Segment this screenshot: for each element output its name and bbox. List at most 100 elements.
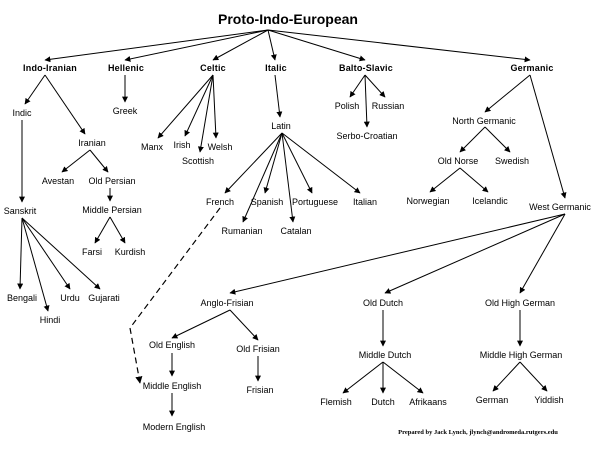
family-indo-iranian: Indo-Iranian: [23, 63, 77, 73]
edge-north-germanic-swedish: [484, 126, 511, 153]
edge-root-indo-iranian: [44, 29, 269, 63]
edge-sanskrit-bengali: [17, 217, 24, 290]
node-serbo-croatian: Serbo-Croatian: [336, 131, 397, 141]
edge-latin-rumanian: [242, 132, 283, 223]
tree-edges: [17, 29, 567, 417]
edge-root-balto-slavic: [267, 29, 366, 62]
node-west-germanic: West Germanic: [529, 202, 591, 212]
node-old-high-german: Old High German: [485, 298, 555, 308]
edge-latin-catalan: [281, 132, 296, 223]
edge-middle-persian-farsi: [94, 216, 111, 244]
node-scottish: Scottish: [182, 156, 214, 166]
edge-middle-dutch-flemish: [342, 361, 384, 394]
edge-italic-latin: [274, 74, 283, 118]
edge-old-norse-norwegian: [429, 167, 461, 193]
edge-celtic-welsh: [212, 74, 219, 139]
node-latin: Latin: [271, 121, 291, 131]
edge-latin-portuguese: [281, 132, 313, 194]
edge-middle-dutch-afrikaans: [382, 361, 424, 394]
node-middle-high-german: Middle High German: [480, 350, 563, 360]
edge-celtic-manx: [157, 74, 214, 139]
node-old-persian: Old Persian: [88, 176, 135, 186]
edge-root-celtic: [212, 29, 269, 61]
edge-west-germanic-old-dutch: [384, 213, 566, 294]
node-portuguese: Portuguese: [292, 197, 338, 207]
edge-west-germanic-anglo-frisian: [229, 213, 566, 295]
edge-balto-slavic-russian: [364, 74, 386, 98]
edge-root-italic: [267, 29, 277, 61]
family-balto-slavic: Balto-Slavic: [339, 63, 393, 73]
node-russian: Russian: [372, 101, 405, 111]
node-french: French: [206, 197, 234, 207]
edge-iranian-old-persian: [89, 149, 109, 173]
node-middle-dutch: Middle Dutch: [359, 350, 412, 360]
node-spanish: Spanish: [251, 197, 284, 207]
node-sanskrit: Sanskrit: [4, 206, 37, 216]
node-frisian: Frisian: [246, 385, 273, 395]
edge-celtic-scottish: [197, 74, 214, 153]
node-old-english: Old English: [149, 340, 195, 350]
node-middle-english: Middle English: [143, 381, 202, 391]
edge-middle-high-german-yiddish: [519, 361, 548, 392]
family-italic: Italic: [265, 63, 287, 73]
node-irish: Irish: [173, 140, 190, 150]
edge-anglo-frisian-old-frisian: [229, 309, 259, 341]
root-title: Proto-Indo-European: [218, 11, 358, 27]
node-bengali: Bengali: [7, 293, 37, 303]
node-welsh: Welsh: [208, 142, 233, 152]
edge-celtic-irish: [184, 74, 214, 137]
edge-latin-spanish: [263, 132, 283, 194]
node-anglo-frisian: Anglo-Frisian: [200, 298, 253, 308]
node-polish: Polish: [335, 101, 360, 111]
node-old-frisian: Old Frisian: [236, 344, 280, 354]
node-old-norse: Old Norse: [438, 156, 479, 166]
edge-french-middle-english-dashed: [129, 207, 221, 384]
node-manx: Manx: [141, 142, 164, 152]
edge-balto-slavic-polish: [349, 74, 366, 98]
node-flemish: Flemish: [320, 397, 352, 407]
edge-north-germanic-old-norse: [459, 126, 486, 153]
edge-indo-iranian-iranian: [44, 74, 86, 135]
node-avestan: Avestan: [42, 176, 74, 186]
edge-old-norse-icelandic: [459, 167, 489, 193]
edge-balto-slavic-serbo-croatian: [363, 74, 370, 128]
node-yiddish: Yiddish: [534, 395, 563, 405]
edge-root-hellenic: [124, 29, 269, 62]
node-greek: Greek: [113, 106, 138, 116]
edge-indo-iranian-indic: [24, 74, 46, 105]
family-hellenic: Hellenic: [108, 63, 144, 73]
credit-text: Prepared by Jack Lynch, jlynch@andromeda…: [398, 429, 558, 436]
edge-root-germanic: [267, 29, 531, 63]
node-swedish: Swedish: [495, 156, 529, 166]
edge-sanskrit-hindi: [21, 217, 50, 312]
edge-germanic-west-germanic: [529, 74, 567, 199]
edge-anglo-frisian-old-english: [171, 309, 231, 339]
edge-latin-italian: [281, 132, 361, 194]
node-farsi: Farsi: [82, 247, 102, 257]
family-celtic: Celtic: [200, 63, 226, 73]
edge-latin-french: [224, 132, 283, 194]
node-german: German: [476, 395, 509, 405]
node-indic: Indic: [12, 108, 32, 118]
edge-iranian-avestan: [61, 149, 91, 173]
node-italian: Italian: [353, 197, 377, 207]
node-gujarati: Gujarati: [88, 293, 120, 303]
edge-west-germanic-old-high-german: [519, 213, 566, 294]
node-north-germanic: North Germanic: [452, 116, 516, 126]
node-rumanian: Rumanian: [221, 226, 262, 236]
node-dutch: Dutch: [371, 397, 395, 407]
node-old-dutch: Old Dutch: [363, 298, 403, 308]
node-icelandic: Icelandic: [472, 196, 508, 206]
node-urdu: Urdu: [60, 293, 80, 303]
node-kurdish: Kurdish: [115, 247, 146, 257]
edge-sanskrit-gujarati: [21, 217, 101, 290]
node-modern-english: Modern English: [143, 422, 206, 432]
node-afrikaans: Afrikaans: [409, 397, 447, 407]
edge-middle-high-german-german: [492, 361, 521, 392]
family-germanic: Germanic: [510, 63, 553, 73]
node-catalan: Catalan: [280, 226, 311, 236]
edge-germanic-north-germanic: [484, 74, 531, 113]
node-middle-persian: Middle Persian: [82, 205, 142, 215]
node-norwegian: Norwegian: [406, 196, 449, 206]
